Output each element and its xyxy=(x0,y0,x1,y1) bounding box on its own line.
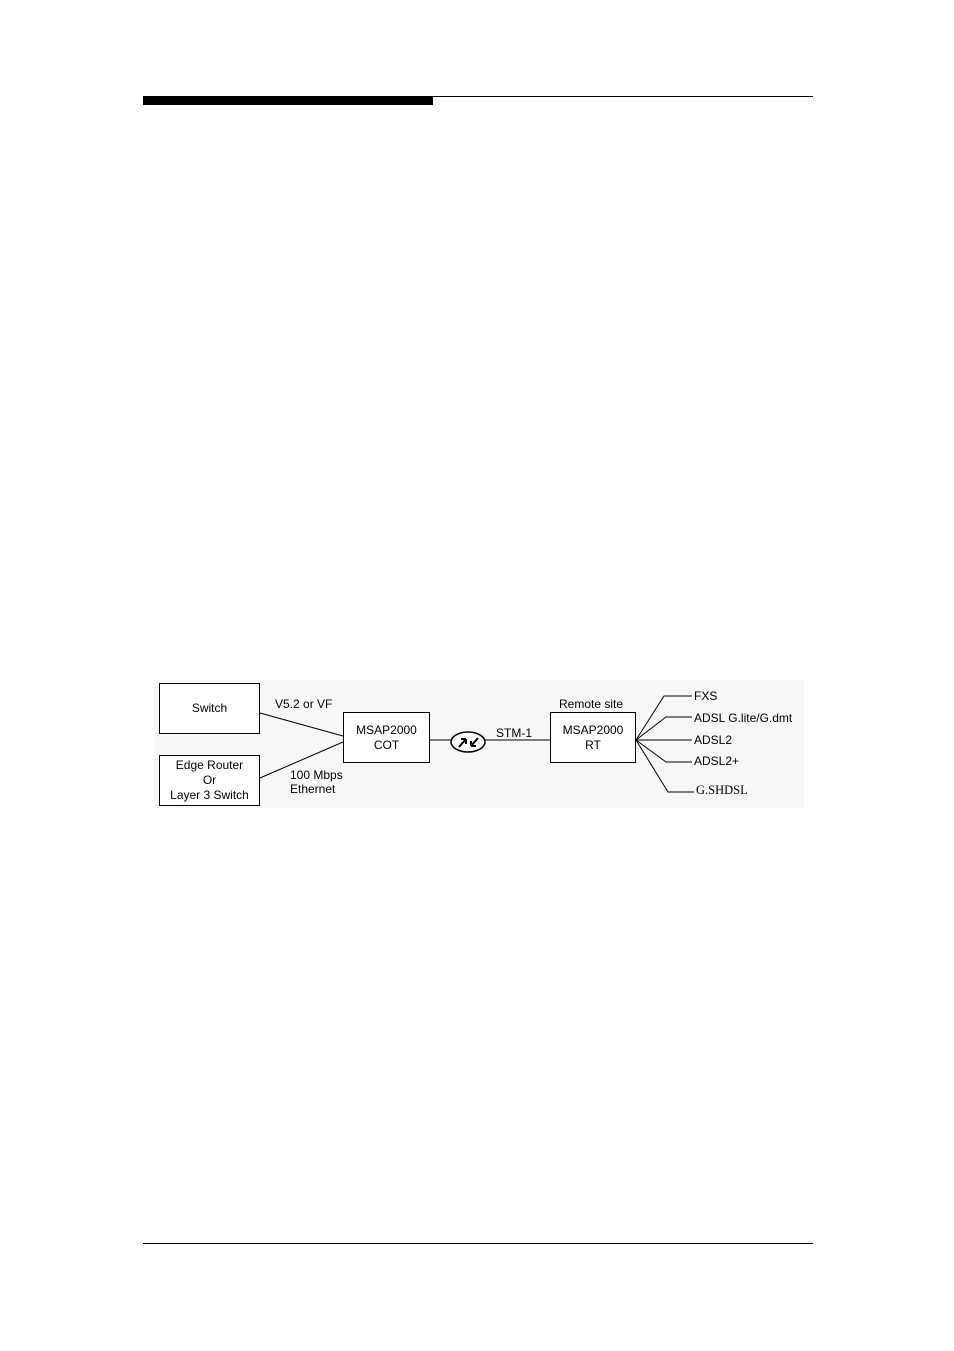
service-fanout xyxy=(635,695,694,793)
cot-line-2: COT xyxy=(373,737,400,752)
network-diagram: Switch Edge Router Or Layer 3 Switch V5.… xyxy=(154,680,804,808)
fanout-gshdsl xyxy=(635,739,694,793)
link-router-label: 100 Mbps Ethernet xyxy=(290,768,343,796)
service-adsl2plus: ADSL2+ xyxy=(694,754,740,768)
rt-box: MSAP2000 RT xyxy=(550,712,636,763)
edge-router-line-3: Layer 3 Switch xyxy=(170,788,249,802)
fanout-adsl xyxy=(635,716,692,741)
link-stm-label: STM-1 xyxy=(496,726,532,740)
rt-line-2: RT xyxy=(585,737,601,752)
link-router-label-line-1: 100 Mbps xyxy=(290,768,343,782)
service-adsl2: ADSL2 xyxy=(694,733,733,747)
remote-site-label: Remote site xyxy=(559,697,624,711)
link-switch-cot xyxy=(259,712,344,737)
cot-box: MSAP2000 COT xyxy=(343,712,430,763)
edge-router-line-2: Or xyxy=(202,773,217,787)
link-router-label-line-2: Ethernet xyxy=(290,782,336,796)
switch-box: Switch xyxy=(159,683,260,734)
link-switch-label: V5.2 or VF xyxy=(275,697,333,711)
optical-transceiver-icon xyxy=(450,731,486,753)
header-rule-accent xyxy=(143,96,433,105)
diagram-connections xyxy=(259,695,694,793)
edge-router-line-1: Edge Router xyxy=(175,758,244,772)
edge-router-box: Edge Router Or Layer 3 Switch xyxy=(159,755,260,806)
header-rule xyxy=(143,96,813,97)
fanout-adsl2plus xyxy=(635,739,692,763)
link-router-cot xyxy=(259,741,344,779)
service-gshdsl: G.SHDSL xyxy=(696,783,748,797)
service-adsl: ADSL G.lite/G.dmt xyxy=(694,711,793,725)
rt-line-1: MSAP2000 xyxy=(562,722,624,737)
fanout-fxs xyxy=(635,695,692,741)
service-fxs: FXS xyxy=(694,689,718,703)
switch-label: Switch xyxy=(191,701,228,715)
footer-rule xyxy=(143,1243,813,1244)
cot-line-1: MSAP2000 xyxy=(356,722,417,737)
